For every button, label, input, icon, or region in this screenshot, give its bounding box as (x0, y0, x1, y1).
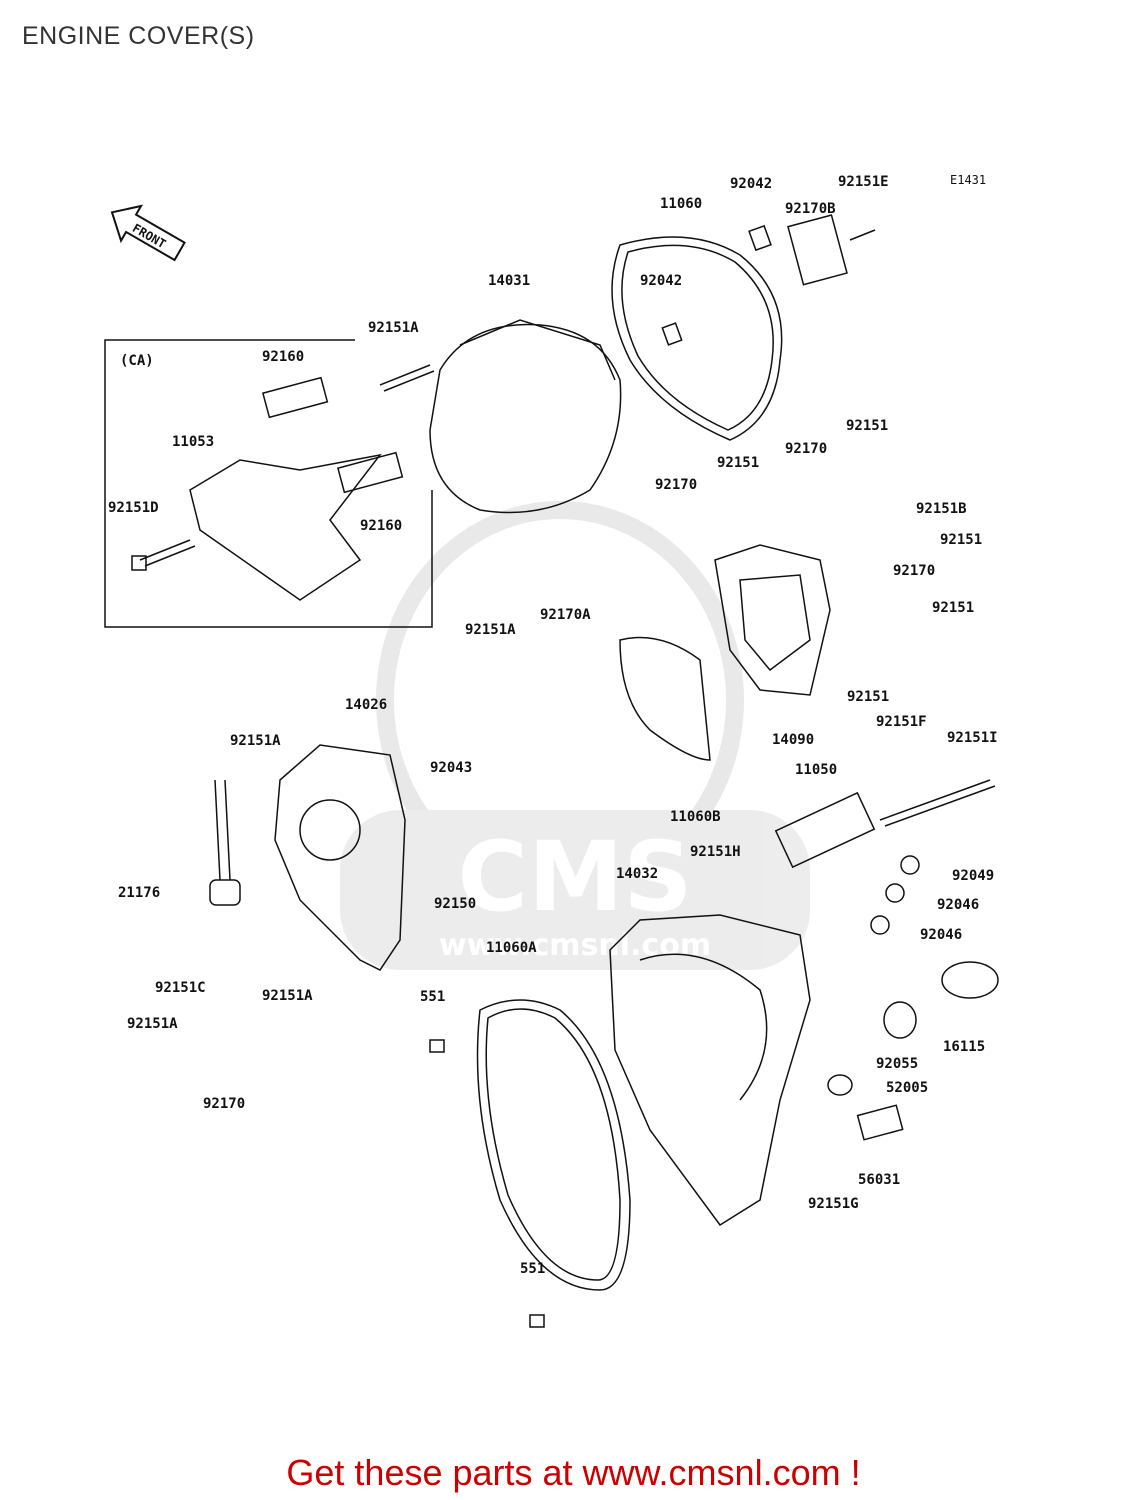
exploded-parts-diagram: CMS www.cmsnl.com FRONT (CA) (104, 174, 999, 1328)
part-label: 92170 (655, 477, 697, 493)
part-label: 92170A (540, 607, 591, 623)
part-label: 16115 (943, 1039, 985, 1055)
part-label: 14032 (616, 866, 658, 882)
part-label: 92151G (808, 1196, 859, 1212)
part-label: 92042 (640, 273, 682, 289)
part-labels: 92042 92151E 11060 92170B 92042 14031 92… (108, 174, 998, 1277)
part-label: 92151 (940, 532, 982, 548)
part-label: 11053 (172, 434, 214, 450)
part-label: 92151D (108, 500, 159, 516)
cover-14026 (209, 744, 406, 971)
part-label: 92170 (785, 441, 827, 457)
part-label: 92170 (893, 563, 935, 579)
footer-link[interactable]: Get these parts at www.cmsnl.com ! (286, 1452, 861, 1493)
watermark-brand: CMS (457, 821, 692, 933)
part-label: 92170 (203, 1096, 245, 1112)
part-label: 56031 (858, 1172, 900, 1188)
part-label: 92160 (360, 518, 402, 534)
watermark-url: www.cmsnl.com (439, 928, 711, 963)
page-title: ENGINE COVER(S) (22, 22, 255, 50)
part-label: 92151C (155, 980, 206, 996)
part-label: 92151A (465, 622, 516, 638)
part-label: 92151B (916, 501, 967, 517)
ca-inset-box: (CA) (104, 339, 433, 628)
watermark: CMS www.cmsnl.com (340, 501, 810, 970)
part-label: 92046 (920, 927, 962, 943)
diagram-code: E1431 (950, 173, 987, 187)
part-label: 92150 (434, 896, 476, 912)
part-label: 52005 (886, 1080, 928, 1096)
front-arrow-icon: FRONT (110, 204, 186, 262)
part-label: 11060 (660, 196, 702, 212)
part-label: 92042 (730, 176, 772, 192)
part-label: 92055 (876, 1056, 918, 1072)
part-label: 92151A (368, 320, 419, 336)
part-label: 11050 (795, 762, 837, 778)
part-label: 92151F (876, 714, 927, 730)
part-label: 92151 (846, 418, 888, 434)
part-label: 92151I (947, 730, 998, 746)
part-label: 11060B (670, 809, 721, 825)
part-label: 14026 (345, 697, 387, 713)
part-label: 92151H (690, 844, 741, 860)
cover-14031 (379, 319, 622, 514)
part-label: 92046 (937, 897, 979, 913)
part-label: 92160 (262, 349, 304, 365)
part-label: 551 (420, 989, 445, 1005)
part-label: 92151A (127, 1016, 178, 1032)
part-label: 11060A (486, 940, 537, 956)
part-label: 92151A (262, 988, 313, 1004)
part-label: 92151 (932, 600, 974, 616)
part-label: 92049 (952, 868, 994, 884)
ca-label: (CA) (120, 353, 154, 369)
part-label: 92170B (785, 201, 836, 217)
cover-14032 (429, 779, 999, 1328)
part-label: 92151 (717, 455, 759, 471)
part-label: 92151 (847, 689, 889, 705)
part-label: 21176 (118, 885, 160, 901)
gasket-11060 (611, 214, 876, 441)
part-label: 14090 (772, 732, 814, 748)
part-label: 92043 (430, 760, 472, 776)
part-label: 551 (520, 1261, 545, 1277)
cover-14090 (619, 544, 831, 761)
part-label: 14031 (488, 273, 530, 289)
part-label: 92151A (230, 733, 281, 749)
part-label: 92151E (838, 174, 889, 190)
